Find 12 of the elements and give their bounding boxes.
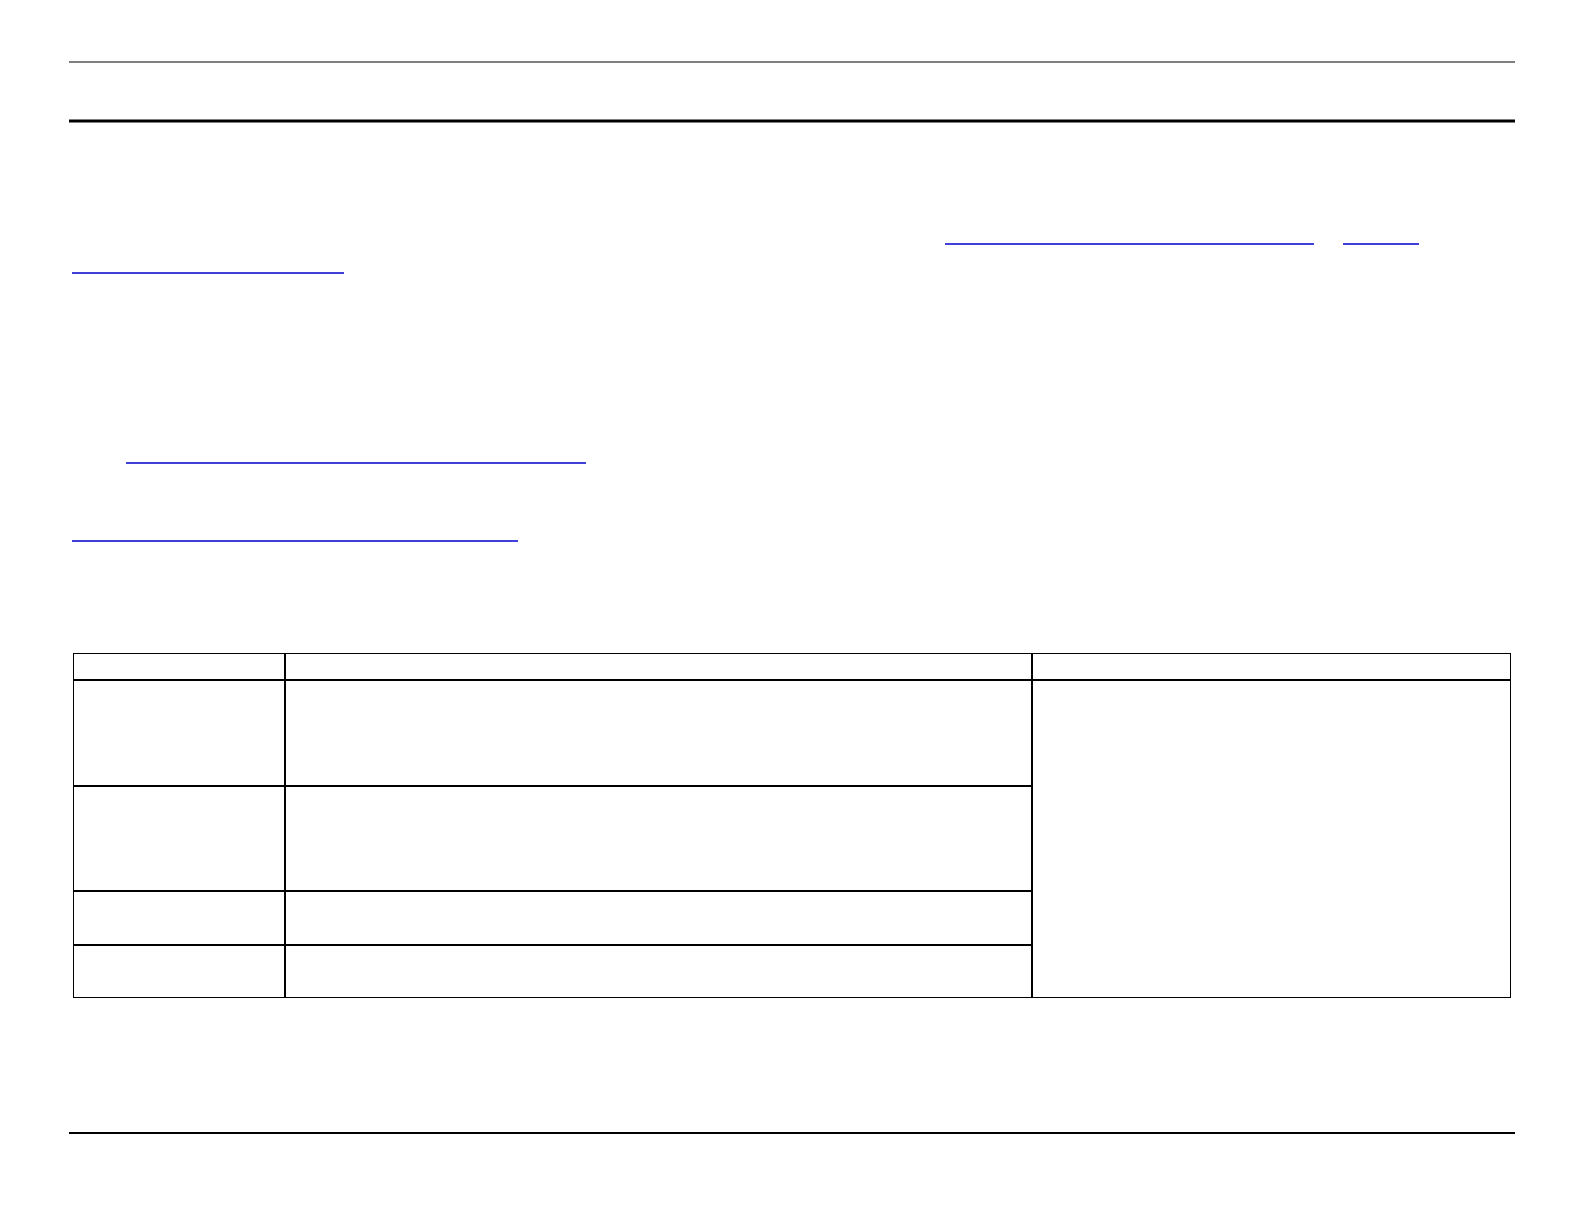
table-cell (285, 945, 1032, 998)
table-cell (73, 891, 285, 945)
table-cell (285, 891, 1032, 945)
table-cell (1032, 680, 1511, 998)
table-cell (285, 786, 1032, 891)
table-cell (73, 653, 285, 680)
table-cell (73, 680, 285, 786)
table-cell (285, 680, 1032, 786)
table-cell (285, 653, 1032, 680)
table-cell (1032, 653, 1511, 680)
table-cell (73, 945, 285, 998)
table-cell (73, 786, 285, 891)
